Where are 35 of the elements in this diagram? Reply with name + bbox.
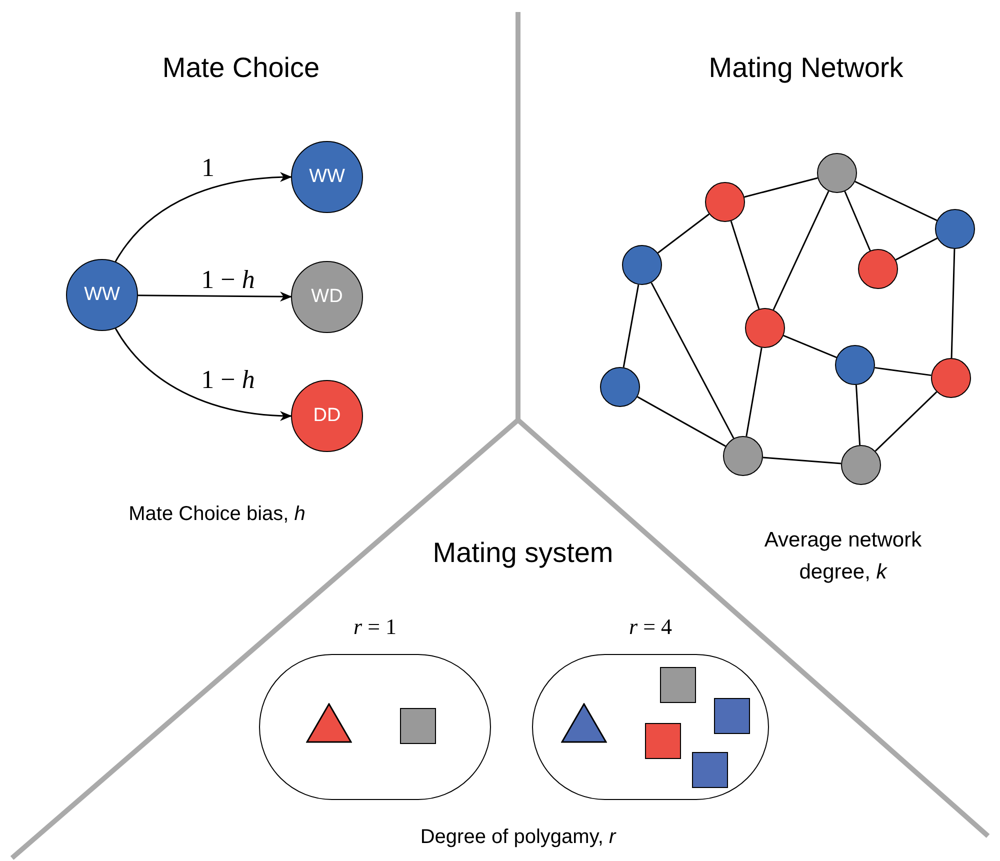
connection-line <box>746 348 762 436</box>
connection-line <box>895 238 938 260</box>
connection-line <box>855 384 861 446</box>
parameter-label: r = 4 <box>628 613 673 641</box>
connection-line <box>762 456 842 464</box>
parameter-label: r = 1 <box>352 613 398 641</box>
connection-line <box>844 191 871 251</box>
square-shape <box>400 708 436 744</box>
connection-line <box>637 396 726 447</box>
connection-line <box>657 214 710 254</box>
connection-line <box>874 366 932 376</box>
connection-line <box>783 334 837 358</box>
connection-line <box>650 282 734 439</box>
arrow <box>114 328 292 421</box>
panel-title: Mate Choice <box>162 51 320 85</box>
parameter-caption: Mate Choice bias, h <box>128 502 306 527</box>
panel-title: Mating system <box>432 536 614 570</box>
square-shape <box>660 667 696 703</box>
square-shape <box>692 752 728 788</box>
connection-line <box>854 180 938 222</box>
parameter-caption: Degree of polygamy, r <box>420 825 616 850</box>
panel-title: Mating Network <box>708 51 904 85</box>
connection-line <box>622 284 640 368</box>
triangle-shape <box>561 703 607 743</box>
connection-line <box>772 190 830 310</box>
connection-line <box>874 391 938 452</box>
triangle-shape <box>306 703 352 743</box>
parameter-caption: Average network degree, k <box>763 528 923 585</box>
square-shape <box>645 723 681 759</box>
connection-line <box>744 177 818 198</box>
arrow <box>138 292 292 302</box>
square-shape <box>714 698 750 734</box>
connection-line <box>730 220 760 310</box>
arrow <box>114 172 292 262</box>
connection-line <box>950 248 956 358</box>
